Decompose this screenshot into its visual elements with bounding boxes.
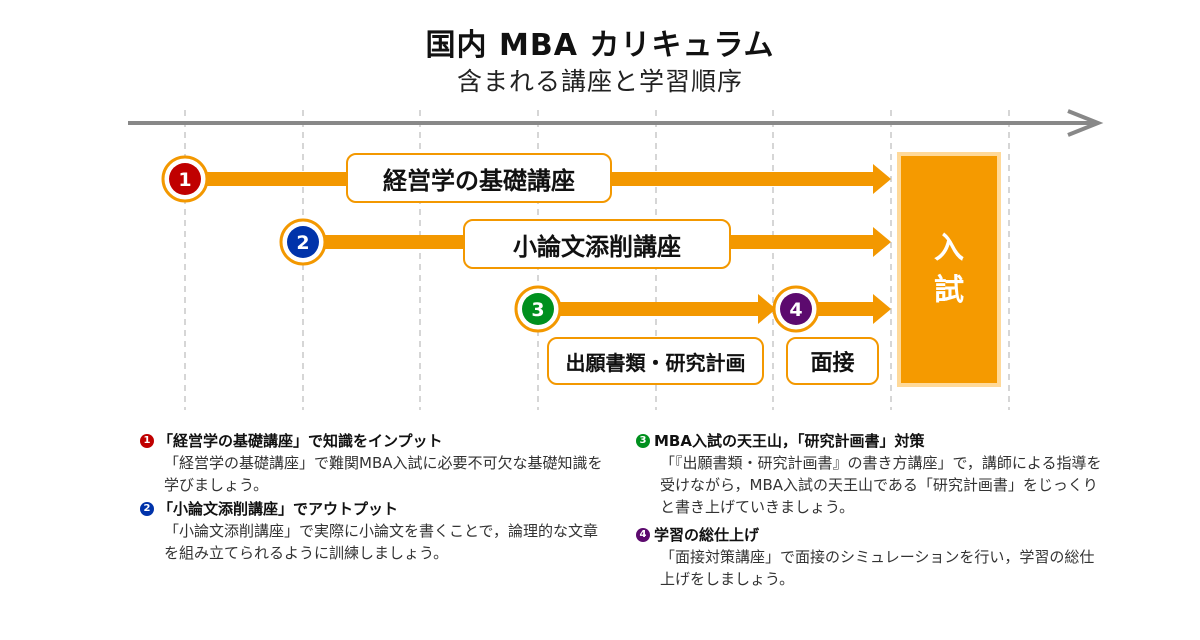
- note-3: 3 MBA入試の天王山，「研究計画書」対策 「『出願書類・研究計画書』の書き方講…: [636, 430, 1106, 518]
- note-1-number-icon: 1: [140, 434, 154, 448]
- page-subtitle: 含まれる講座と学習順序: [456, 67, 743, 96]
- note-2-heading: 「小論文添削講座」でアウトプット: [158, 500, 399, 518]
- page-title: 国内 MBA カリキュラム: [425, 28, 775, 63]
- step-4-number: 4: [789, 299, 802, 321]
- note-3-body: 「『出願書類・研究計画書』の書き方講座」で，講師による指導を受けながら，MBA入…: [660, 454, 1102, 516]
- step-1-badge: 1: [161, 155, 209, 203]
- note-1: 1 「経営学の基礎講座」で知識をインプット 「経営学の基礎講座」で難関MBA入試…: [140, 430, 610, 496]
- note-2-number-icon: 2: [140, 502, 154, 516]
- notes-left: 1 「経営学の基礎講座」で知識をインプット 「経営学の基礎講座」で難関MBA入試…: [140, 430, 610, 566]
- exam-label-line1: 入: [934, 230, 964, 266]
- note-1-body: 「経営学の基礎講座」で難関MBA入試に必要不可欠な基礎知識を学びましょう。: [164, 454, 603, 494]
- entrance-exam-box: 入 試: [897, 152, 1001, 387]
- notes-right: 3 MBA入試の天王山，「研究計画書」対策 「『出願書類・研究計画書』の書き方講…: [636, 430, 1106, 592]
- note-2: 2 「小論文添削講座」でアウトプット 「小論文添削講座」で実際に小論文を書くこと…: [140, 498, 610, 564]
- note-3-number-icon: 3: [636, 434, 650, 448]
- step-1-label: 経営学の基礎講座: [346, 153, 612, 203]
- note-3-heading: MBA入試の天王山，「研究計画書」対策: [654, 432, 925, 450]
- exam-label-line2: 試: [934, 272, 964, 308]
- step-3-label: 出願書類・研究計画: [547, 337, 764, 385]
- step-3-number: 3: [531, 299, 544, 321]
- step-4-badge: 4: [772, 285, 820, 333]
- step-2-badge: 2: [279, 218, 327, 266]
- step-1-number: 1: [178, 169, 191, 191]
- note-4-heading: 学習の総仕上げ: [654, 526, 760, 544]
- step-4-label: 面接: [786, 337, 879, 385]
- note-2-body: 「小論文添削講座」で実際に小論文を書くことで，論理的な文章を組み立てられるように…: [164, 522, 598, 562]
- step-3-arrow: [538, 294, 776, 324]
- step-3-badge: 3: [514, 285, 562, 333]
- note-1-heading: 「経営学の基礎講座」で知識をインプット: [158, 432, 443, 450]
- note-4: 4 学習の総仕上げ 「面接対策講座」で面接のシミュレーションを行い，学習の総仕上…: [636, 524, 1106, 590]
- note-4-body: 「面接対策講座」で面接のシミュレーションを行い，学習の総仕上げをしましょう。: [660, 548, 1095, 588]
- step-2-label: 小論文添削講座: [463, 219, 731, 269]
- note-4-number-icon: 4: [636, 528, 650, 542]
- step-2-number: 2: [296, 232, 309, 254]
- time-axis-arrowhead-icon: [1067, 109, 1104, 137]
